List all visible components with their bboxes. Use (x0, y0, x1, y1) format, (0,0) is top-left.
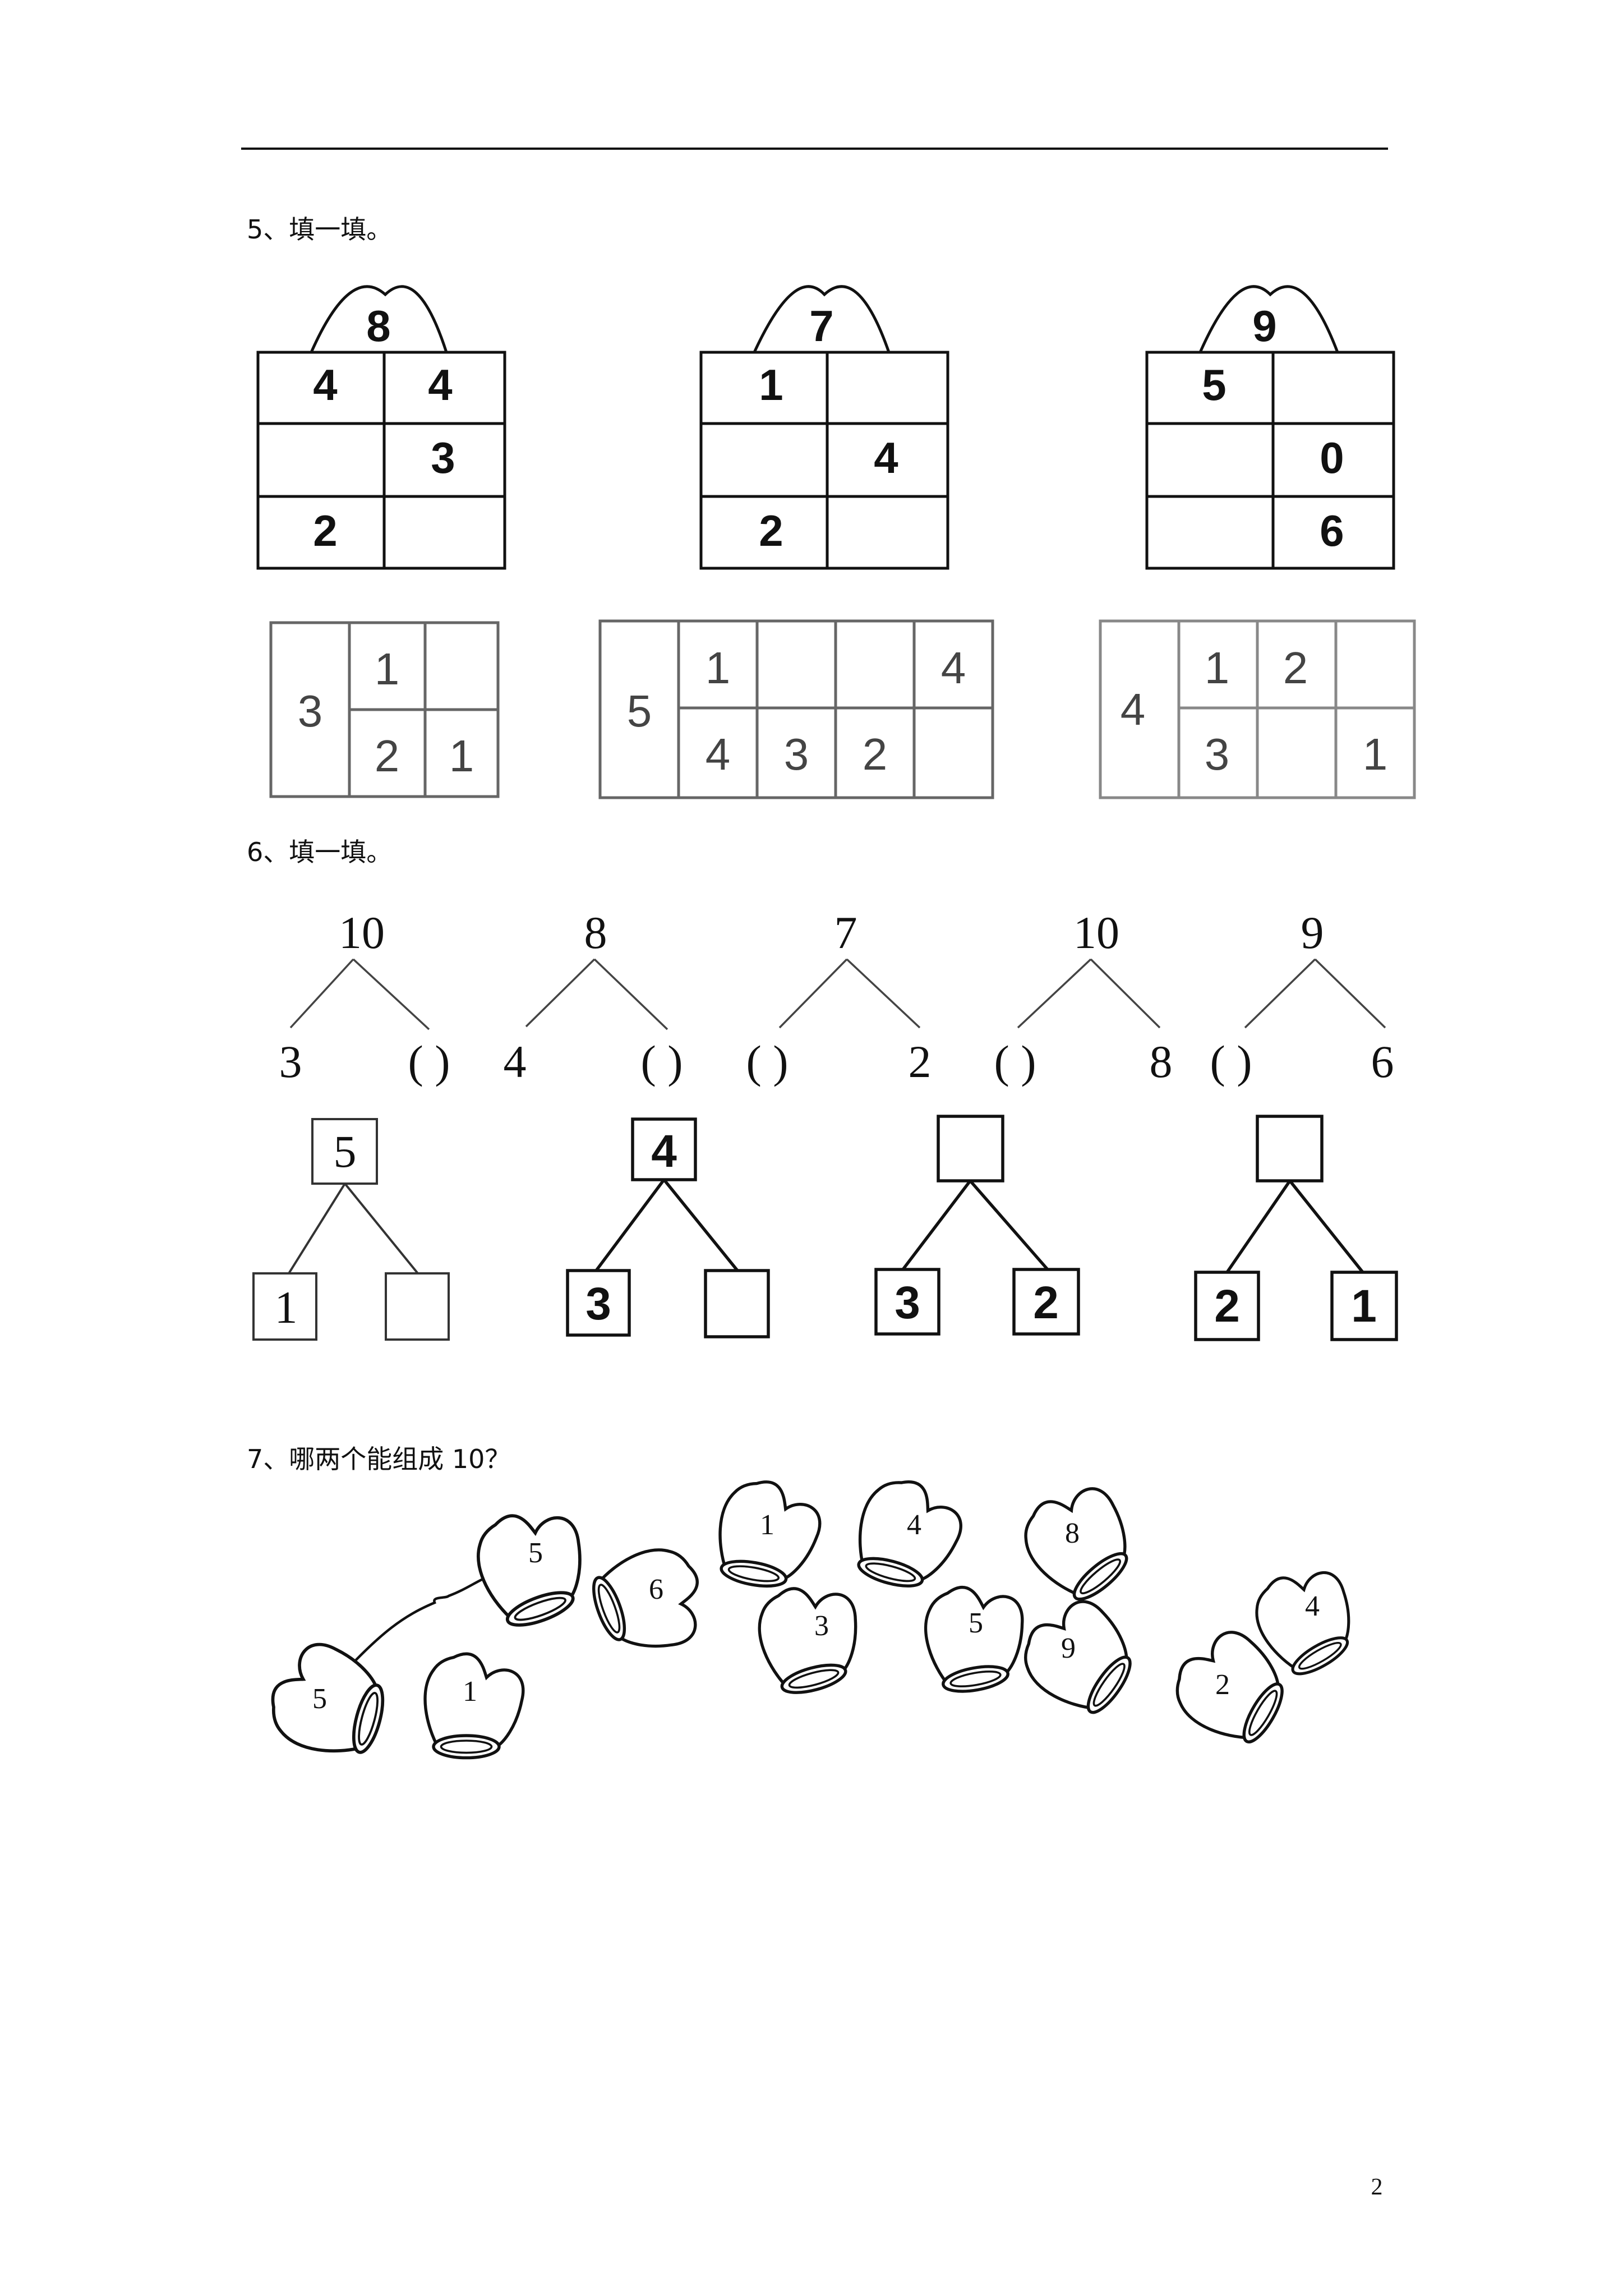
house-3-top: 9 (1252, 301, 1276, 351)
box-tree-1-left: 1 (275, 1282, 298, 1333)
mitten-1[interactable]: 5 (466, 1496, 601, 1635)
mitten-6[interactable]: 3 (750, 1575, 872, 1700)
mitten-2[interactable]: 5 (262, 1635, 395, 1764)
mitten-string (341, 1572, 500, 1676)
split-table-1 (269, 621, 500, 798)
split-table-2-cell: 2 (863, 729, 888, 779)
mitten-11-number: 4 (1305, 1590, 1320, 1622)
split-table-2 (598, 619, 994, 799)
mitten-7-number: 4 (907, 1509, 921, 1541)
split-table-1-cell: 2 (375, 731, 400, 781)
split-table-2-head: 5 (627, 686, 652, 736)
house-3-cell: 0 (1320, 433, 1344, 482)
tree-1-left: 3 (279, 1036, 302, 1087)
house-3-cell: 6 (1320, 506, 1344, 555)
split-table-3-cell: 3 (1205, 729, 1230, 779)
box-tree-3-left: 3 (895, 1277, 920, 1328)
house-3-cell: 5 (1202, 360, 1226, 409)
mitten-8[interactable]: 5 (919, 1577, 1033, 1697)
mitten-1-number: 5 (528, 1537, 543, 1569)
box-tree-3 (874, 1115, 1080, 1336)
tree-4-right: 8 (1150, 1036, 1173, 1087)
tree-2-left: 4 (504, 1036, 527, 1087)
mitten-9-number: 8 (1065, 1517, 1080, 1549)
mitten-12-number: 2 (1215, 1669, 1230, 1701)
split-table-1-head: 3 (298, 686, 323, 736)
mitten-2-number: 5 (312, 1683, 327, 1715)
number-tree-lines (289, 958, 1386, 1030)
split-table-1-cell: 1 (375, 644, 400, 694)
mitten-8-number: 5 (969, 1607, 983, 1639)
tree-2-right[interactable]: ( ) (640, 1036, 683, 1087)
split-table-3-cell: 1 (1363, 729, 1388, 779)
mitten-3-number: 1 (463, 1676, 477, 1708)
tree-3-top: 7 (834, 907, 857, 958)
mitten-6-number: 3 (814, 1610, 829, 1642)
house-2-cell: 1 (759, 360, 783, 409)
box-tree-2 (566, 1117, 770, 1338)
split-table-2-cell: 4 (941, 643, 966, 693)
house-2-cell: 4 (874, 433, 898, 482)
box-tree-4-left: 2 (1214, 1281, 1240, 1332)
box-tree-2-left: 3 (585, 1278, 611, 1329)
mitten-7[interactable]: 4 (848, 1472, 970, 1598)
number-house-3 (1145, 285, 1395, 570)
mitten-4[interactable]: 6 (584, 1538, 716, 1666)
tree-4-left[interactable]: ( ) (994, 1036, 1036, 1087)
number-house-2 (699, 285, 949, 570)
tree-5-left[interactable]: ( ) (1210, 1036, 1252, 1087)
mitten-5-number: 1 (760, 1509, 774, 1541)
split-table-2-cell: 4 (706, 729, 731, 779)
mitten-5[interactable]: 1 (711, 1475, 826, 1595)
split-table-1-cell: 1 (449, 731, 474, 781)
q7-heading: 7、哪两个能组成 10？ (247, 1444, 510, 1474)
house-1-top: 8 (366, 301, 390, 351)
house-2-top: 7 (809, 301, 833, 351)
tree-5-top: 9 (1301, 907, 1324, 958)
tree-2-top: 8 (584, 907, 607, 958)
tree-3-left[interactable]: ( ) (746, 1036, 788, 1087)
q5-heading: 5、填一填。 (247, 214, 392, 245)
split-table-2-cell: 3 (784, 729, 809, 779)
tree-3-right: 2 (909, 1036, 932, 1087)
house-1-cell: 4 (313, 360, 337, 409)
tree-1-right[interactable]: ( ) (408, 1036, 450, 1087)
tree-4-top: 10 (1073, 907, 1119, 958)
split-table-2-cell: 1 (706, 643, 731, 693)
house-2-cell: 2 (759, 506, 783, 555)
box-tree-3-right: 2 (1033, 1277, 1059, 1328)
tree-1-top: 10 (339, 907, 385, 958)
box-tree-4-right: 1 (1351, 1281, 1377, 1332)
house-1-cell: 4 (428, 360, 452, 409)
tree-5-right: 6 (1371, 1036, 1394, 1087)
q6-heading: 6、填一填。 (247, 837, 392, 867)
house-1-cell: 3 (431, 433, 455, 482)
mitten-3[interactable]: 1 (425, 1654, 523, 1757)
mitten-10[interactable]: 9 (1009, 1585, 1151, 1724)
box-tree-1-top: 5 (334, 1126, 357, 1177)
split-table-3-head: 4 (1121, 684, 1146, 734)
mitten-10-number: 9 (1061, 1632, 1076, 1664)
box-tree-4 (1194, 1115, 1398, 1341)
split-table-3 (1099, 619, 1416, 799)
mitten-9[interactable]: 8 (1009, 1469, 1151, 1611)
box-tree-1 (252, 1118, 450, 1341)
mitten-11[interactable]: 4 (1243, 1553, 1372, 1685)
number-house-1 (256, 285, 506, 570)
house-1-cell: 2 (313, 506, 337, 555)
page-number: 2 (1371, 2174, 1383, 2200)
split-table-3-cell: 2 (1283, 643, 1308, 693)
split-table-3-cell: 1 (1205, 643, 1230, 693)
box-tree-2-top: 4 (651, 1126, 677, 1177)
mitten-4-number: 6 (649, 1573, 663, 1605)
mitten-12[interactable]: 2 (1162, 1617, 1301, 1754)
